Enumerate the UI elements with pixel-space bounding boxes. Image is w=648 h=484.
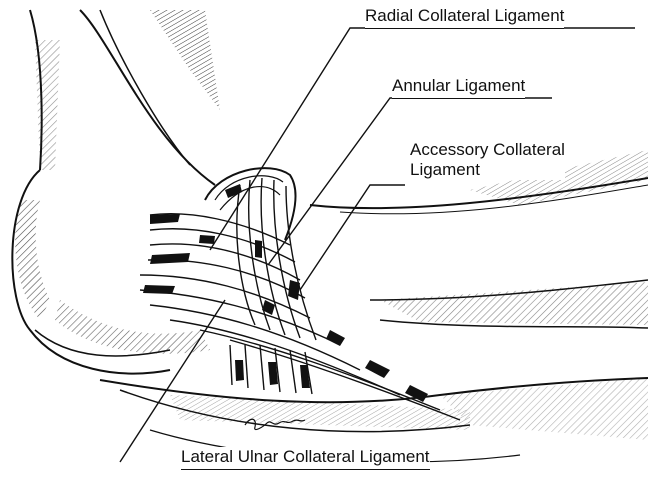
label-accessory-line1: Accessory Collateral bbox=[410, 140, 565, 160]
leader-radial bbox=[210, 28, 635, 250]
label-annular-ligament: Annular Ligament bbox=[392, 76, 525, 99]
label-radial-collateral-ligament: Radial Collateral Ligament bbox=[365, 6, 564, 29]
leader-lateral-ulnar bbox=[120, 300, 225, 462]
label-lateral-ulnar-collateral-ligament: Lateral Ulnar Collateral Ligament bbox=[181, 447, 430, 470]
ligament-bundle bbox=[140, 168, 460, 420]
label-accessory-line2: Ligament bbox=[410, 160, 565, 180]
fibre-shading bbox=[143, 184, 428, 402]
label-accessory-collateral-ligament: Accessory Collateral Ligament bbox=[410, 140, 565, 180]
